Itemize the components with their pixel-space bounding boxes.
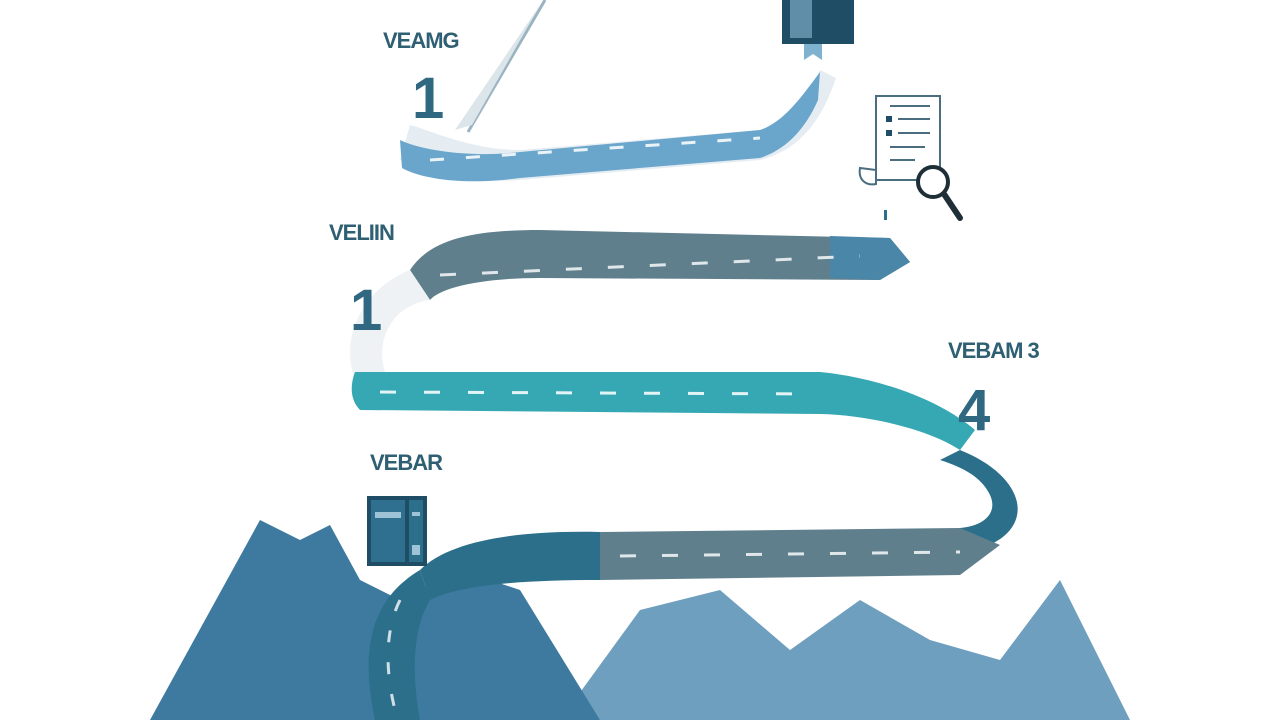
road-segment-3-dashes: [379, 390, 821, 396]
step-1-label: VEAMG: [383, 28, 459, 53]
step-3-label: VEBAM 3: [948, 338, 1040, 363]
magnifier-icon-lens: [916, 165, 950, 199]
road-segment-1: [400, 70, 836, 182]
road-loop-bottom: [368, 570, 430, 720]
road-segment-4-dashes: [619, 550, 961, 558]
document-icon-curl: [858, 166, 877, 186]
step-4-label: VEBAR: [370, 450, 443, 475]
document-icon-tag: [886, 116, 892, 122]
step-2-label: VELIIN: [329, 220, 394, 245]
bookmark-icon-ribbon: [804, 44, 822, 60]
road-bend-right: [940, 450, 1018, 552]
binder-icon-spine-label: [412, 512, 420, 516]
binder-icon-spine-mark: [412, 545, 420, 555]
road-segment-4-left: [420, 531, 600, 600]
road-loop-bottom-body: [368, 570, 430, 720]
mountain-front: [150, 520, 600, 720]
small-marker: [884, 210, 887, 220]
road-segment-3-body: [351, 372, 976, 450]
bookmark-icon-panel: [790, 0, 812, 38]
road-segment-2-dashes: [439, 254, 861, 277]
road-curve-left: [350, 270, 430, 380]
flag-pole: [466, 0, 547, 133]
mountain-back: [560, 580, 1130, 720]
road-segment-2: [410, 230, 910, 300]
document-icon-tag-2: [886, 130, 892, 136]
bookmark-icon-panel-2: [822, 0, 848, 38]
bookmark-icon: [782, 0, 854, 60]
road-segment-3: [351, 372, 976, 450]
road-loop-bottom-dashes: [386, 599, 402, 711]
magnifier-icon-handle: [941, 191, 963, 221]
road-segment-4: [420, 528, 1000, 600]
flag-pole-shadow: [455, 5, 540, 130]
step-2-number: 1: [350, 278, 381, 343]
binder-icon: [367, 496, 427, 566]
binder-icon-face: [371, 500, 405, 562]
binder-icon-label: [375, 512, 401, 518]
step-3-number: 4: [958, 378, 990, 443]
mountains: [150, 520, 1130, 720]
road-segment-2-end: [830, 236, 910, 280]
magnifier-icon: [916, 165, 963, 221]
step-1-number: 1: [412, 66, 443, 131]
road-bend-right-body: [940, 450, 1018, 552]
